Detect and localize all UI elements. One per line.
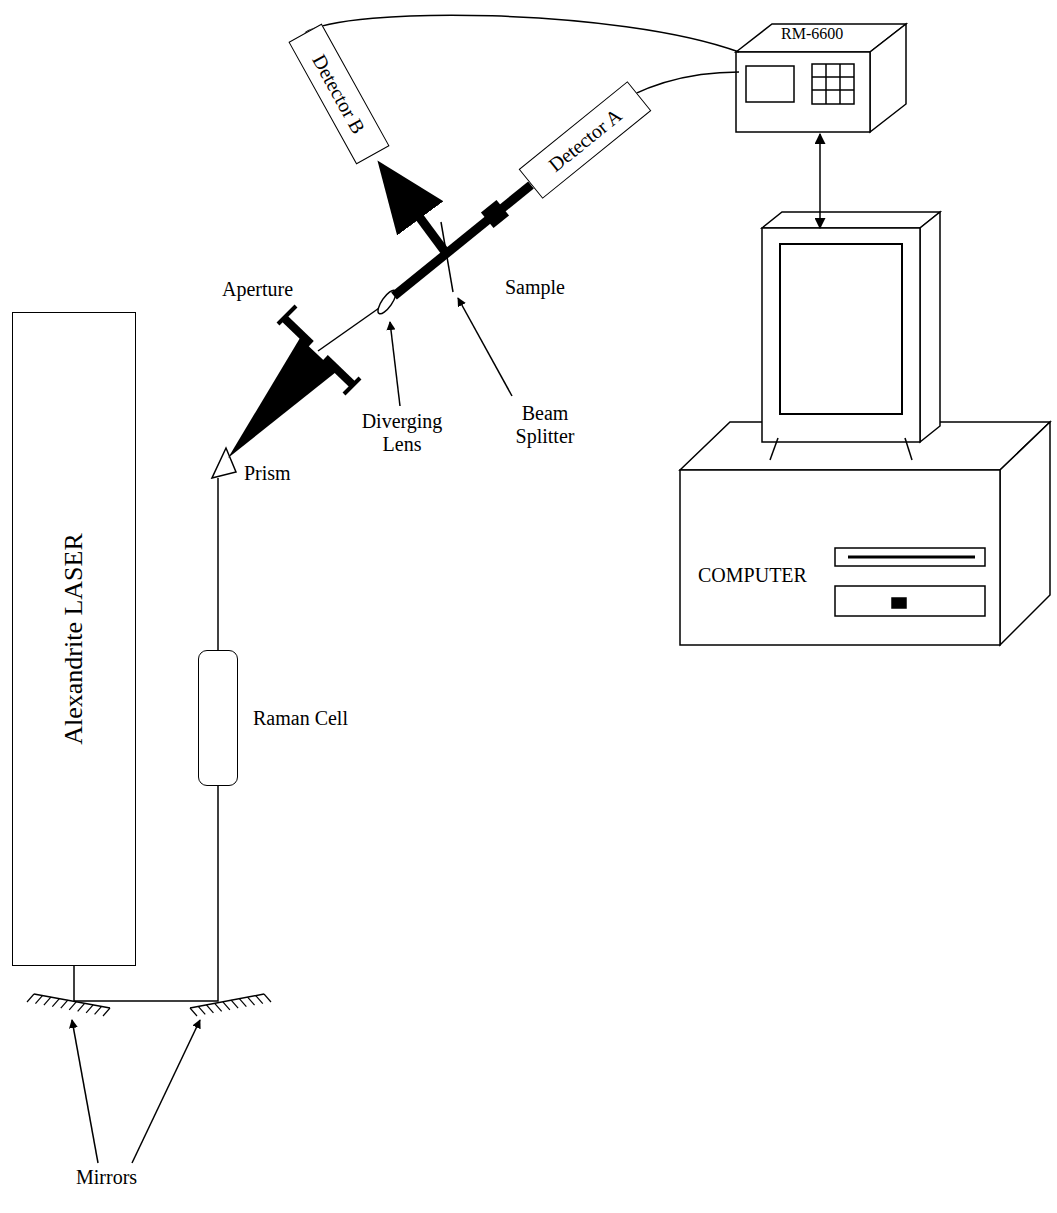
mirror-hatching: [27, 994, 271, 1016]
raman-cell: Raman Cell: [198, 650, 238, 786]
laser-box: Alexandrite LASER: [12, 312, 136, 966]
leader-arrow: [390, 322, 400, 406]
part-label: Beam Splitter: [500, 402, 590, 448]
sample-block: [481, 200, 509, 228]
part-label: Mirrors: [76, 1166, 137, 1189]
detector-box: Detector B: [288, 24, 389, 165]
detector-box: Detector A: [519, 81, 652, 199]
aperture-plate: [325, 358, 352, 384]
connector-line: [819, 134, 821, 228]
instrument-label-area: RM-6600: [735, 22, 907, 134]
node-label: Detector A: [544, 104, 626, 177]
node-label: Raman Cell: [253, 707, 348, 730]
laser-beam: [386, 172, 446, 253]
laser-beam: [217, 478, 219, 650]
leader-arrow: [72, 1020, 98, 1163]
connector-line: [305, 15, 739, 52]
beam-splitter: [441, 222, 453, 292]
laser-beam: [318, 306, 382, 351]
part-label: Sample: [505, 276, 565, 299]
part-label: Prism: [244, 462, 291, 485]
part-label: Diverging Lens: [352, 410, 452, 456]
connector-line: [531, 72, 739, 184]
leader-arrow: [458, 298, 512, 396]
computer-label-area: COMPUTER: [680, 212, 1052, 648]
node-label: RM-6600: [781, 25, 843, 43]
node-label: Detector B: [308, 50, 370, 137]
part-label: Aperture: [222, 278, 293, 301]
dispersed-beam: [228, 338, 336, 458]
node-label: COMPUTER: [698, 564, 807, 587]
leader-arrow: [132, 1020, 200, 1163]
aperture-plate: [344, 378, 360, 394]
rm6600-instrument: [736, 24, 906, 132]
aperture-plate: [284, 318, 311, 344]
computer-illustration: [680, 212, 1050, 645]
node-label: Alexandrite LASER: [59, 533, 89, 745]
aperture-plate: [278, 306, 296, 324]
